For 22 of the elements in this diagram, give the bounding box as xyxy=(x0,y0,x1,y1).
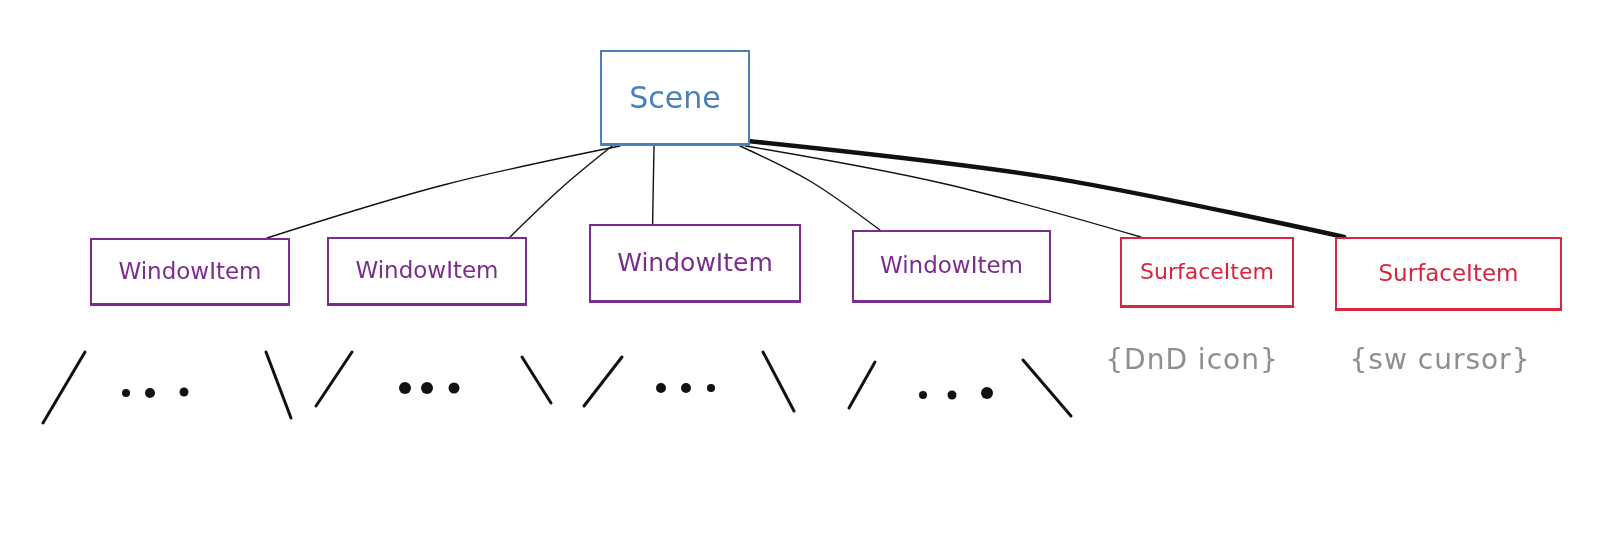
child-node-box xyxy=(852,230,1051,303)
node-label: WindowItem xyxy=(617,249,773,277)
connector-line xyxy=(739,145,881,231)
connector-line xyxy=(651,145,655,225)
annotation-text: {sw cursor} xyxy=(1349,343,1531,376)
child-node-box xyxy=(589,224,801,303)
node-label: SurfaceItem xyxy=(1140,259,1274,285)
annotation-text: {DnD icon} xyxy=(1105,343,1279,376)
connector-line xyxy=(509,145,613,238)
child-node-box xyxy=(1335,237,1562,311)
node-label: WindowItem xyxy=(879,253,1023,279)
connector-line xyxy=(747,138,1347,240)
node-label: WindowItem xyxy=(355,258,499,284)
child-node-box xyxy=(90,238,290,306)
root-node-box xyxy=(600,50,750,146)
connector-line xyxy=(744,145,1142,238)
child-node-box xyxy=(327,237,527,306)
node-label: Scene xyxy=(629,81,721,114)
connector-line xyxy=(266,145,621,239)
node-label: SurfaceItem xyxy=(1378,260,1519,287)
child-node-box xyxy=(1120,237,1294,308)
node-label: WindowItem xyxy=(118,258,262,285)
